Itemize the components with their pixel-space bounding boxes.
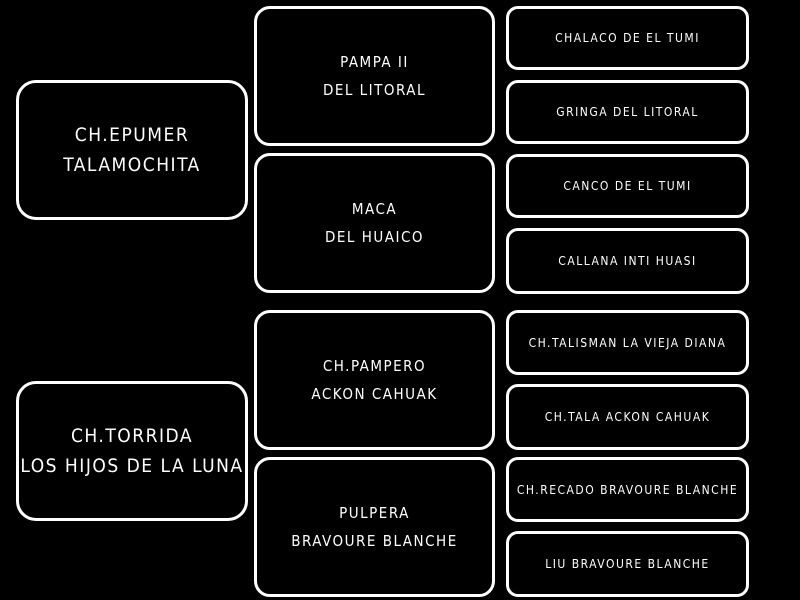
sire-sire-sire-box: CHALACO DE EL TUMI — [506, 6, 749, 70]
dam-sire-box: CH.PAMPERO ACKON CAHUAK — [254, 310, 495, 450]
dam-sire-dam-name: CH.TALA ACKON CAHUAK — [544, 410, 711, 424]
dam-dam-kennel: BRAVOURE BLANCHE — [291, 532, 458, 550]
dam-dam-sire-name: CH.RECADO BRAVOURE BLANCHE — [516, 482, 739, 497]
dam-name: CH.TORRIDA — [70, 425, 194, 447]
sire-dam-box: MACA DEL HUAICO — [254, 153, 495, 293]
sire-name: CH.EPUMER — [74, 124, 190, 146]
sire-sire-name: PAMPA II — [340, 53, 409, 71]
sire-dam-sire-name: CANCO DE EL TUMI — [563, 179, 692, 193]
dam-dam-dam-name: LIU BRAVOURE BLANCHE — [545, 557, 710, 571]
dam-dam-sire-box: CH.RECADO BRAVOURE BLANCHE — [506, 457, 749, 522]
sire-sire-sire-name: CHALACO DE EL TUMI — [555, 31, 700, 45]
sire-kennel: TALAMOCHITA — [63, 154, 201, 176]
sire-sire-dam-name: GRINGA DEL LITORAL — [556, 105, 699, 119]
dam-sire-dam-box: CH.TALA ACKON CAHUAK — [506, 384, 749, 450]
dam-box: CH.TORRIDA LOS HIJOS DE LA LUNA — [16, 381, 248, 521]
sire-dam-dam-box: CALLANA INTI HUASI — [506, 228, 749, 294]
dam-dam-box: PULPERA BRAVOURE BLANCHE — [254, 457, 495, 597]
sire-dam-dam-name: CALLANA INTI HUASI — [558, 254, 697, 268]
dam-dam-name: PULPERA — [339, 504, 410, 522]
sire-box: CH.EPUMER TALAMOCHITA — [16, 80, 248, 220]
sire-dam-name: MACA — [351, 200, 398, 218]
dam-kennel: LOS HIJOS DE LA LUNA — [20, 455, 244, 477]
sire-sire-box: PAMPA II DEL LITORAL — [254, 6, 495, 146]
sire-sire-kennel: DEL LITORAL — [322, 81, 427, 99]
dam-sire-kennel: ACKON CAHUAK — [311, 385, 438, 403]
sire-sire-dam-box: GRINGA DEL LITORAL — [506, 80, 749, 144]
dam-sire-sire-box: CH.TALISMAN LA VIEJA DIANA — [506, 310, 749, 375]
dam-dam-dam-box: LIU BRAVOURE BLANCHE — [506, 531, 749, 597]
dam-sire-sire-name: CH.TALISMAN LA VIEJA DIANA — [528, 335, 727, 350]
sire-dam-sire-box: CANCO DE EL TUMI — [506, 154, 749, 218]
sire-dam-kennel: DEL HUAICO — [324, 228, 424, 246]
dam-sire-name: CH.PAMPERO — [322, 357, 427, 375]
